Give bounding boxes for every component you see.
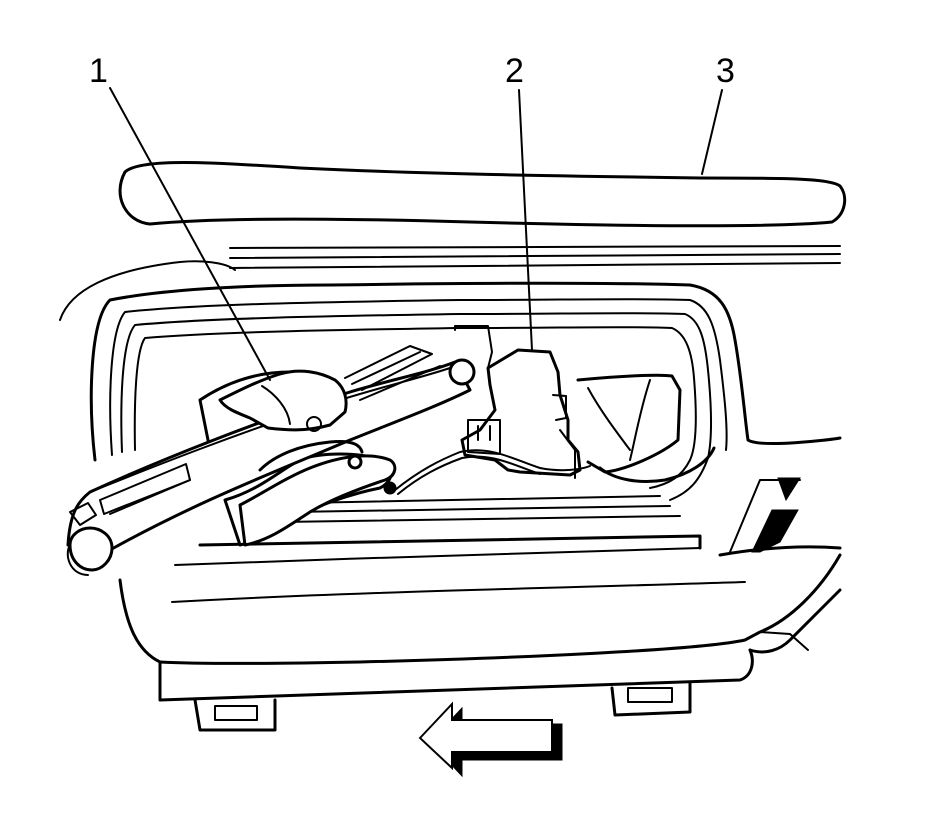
jack-retainer (383, 325, 716, 495)
tray-tab-right (610, 682, 692, 717)
callout-3-label: 3 (716, 52, 735, 90)
tray-tab-left (193, 698, 277, 732)
arrow-left-icon (418, 701, 563, 778)
callout-2: 2 (505, 52, 533, 351)
callout-1-label: 1 (89, 52, 108, 90)
callout-2-label: 2 (505, 52, 524, 90)
floor-edge-lines (59, 245, 841, 321)
scissor-jack (66, 345, 476, 576)
wrench-handle (118, 161, 847, 228)
callout-1: 1 (89, 52, 271, 381)
storage-tray (89, 281, 842, 732)
callout-3: 3 (701, 52, 735, 175)
